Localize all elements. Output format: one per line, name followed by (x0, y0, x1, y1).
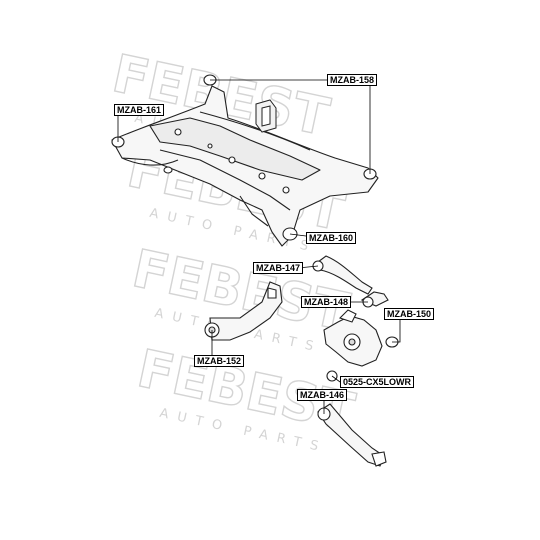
subframe (111, 85, 379, 247)
mount-bracket (255, 99, 277, 133)
knuckle (323, 309, 399, 367)
part-label-mzab-146[interactable]: MZAB-146 (297, 389, 348, 401)
part-label-mzab-161[interactable]: MZAB-161 (114, 104, 165, 116)
part-label-mzab-150[interactable]: MZAB-150 (384, 308, 435, 320)
lower-control-arm (317, 370, 387, 467)
part-label-mzab-158[interactable]: MZAB-158 (327, 74, 378, 86)
part-label-mzab-148[interactable]: MZAB-148 (301, 296, 352, 308)
part-label-mzab-160[interactable]: MZAB-160 (306, 232, 357, 244)
part-label-0525-cx5lowr[interactable]: 0525-CX5LOWR (340, 376, 415, 388)
part-label-mzab-147[interactable]: MZAB-147 (253, 262, 304, 274)
part-label-mzab-152[interactable]: MZAB-152 (194, 355, 245, 367)
lateral-arm-lower (360, 291, 389, 308)
